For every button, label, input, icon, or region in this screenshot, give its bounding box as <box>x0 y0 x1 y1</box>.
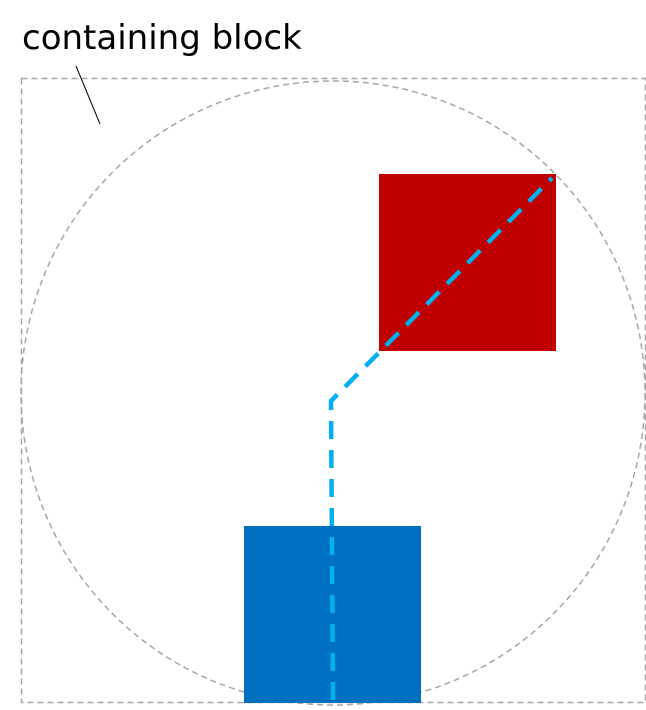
blue-box <box>244 526 421 703</box>
label-leader-line <box>75 65 101 125</box>
reference-circle <box>20 80 646 706</box>
path-line <box>328 176 554 701</box>
containing-block-label: containing block <box>22 18 302 58</box>
